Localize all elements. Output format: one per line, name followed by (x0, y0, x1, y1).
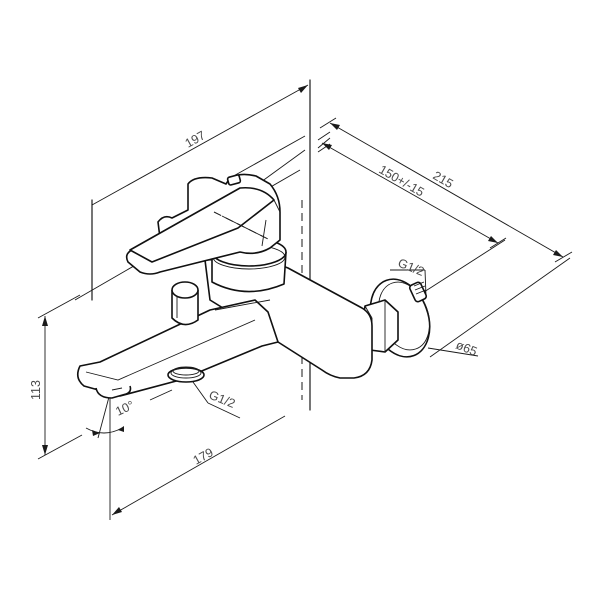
dimension-179: 179 (111, 415, 286, 516)
angle-10deg: 10° (85, 381, 173, 520)
diverter-knob (171, 281, 199, 326)
faucet-body (76, 173, 431, 399)
lever-handle (125, 173, 281, 275)
dim-150-label: 150+/-15 (377, 162, 427, 199)
g12-bottom-label: G1/2 (207, 388, 237, 411)
wall-flange (359, 278, 431, 358)
dimension-113: 113 (29, 294, 83, 460)
dim-197-label: 197 (183, 128, 208, 150)
dim-215-label: 215 (431, 168, 456, 191)
dim-179-label: 179 (191, 445, 216, 467)
callout-d65: ø65 (427, 338, 479, 359)
angle-10-label: 10° (113, 398, 136, 419)
dim-113-label: 113 (29, 380, 43, 400)
callout-g12-bottom: G1/2 (192, 381, 241, 419)
g12-top-label: G1/2 (396, 256, 426, 279)
